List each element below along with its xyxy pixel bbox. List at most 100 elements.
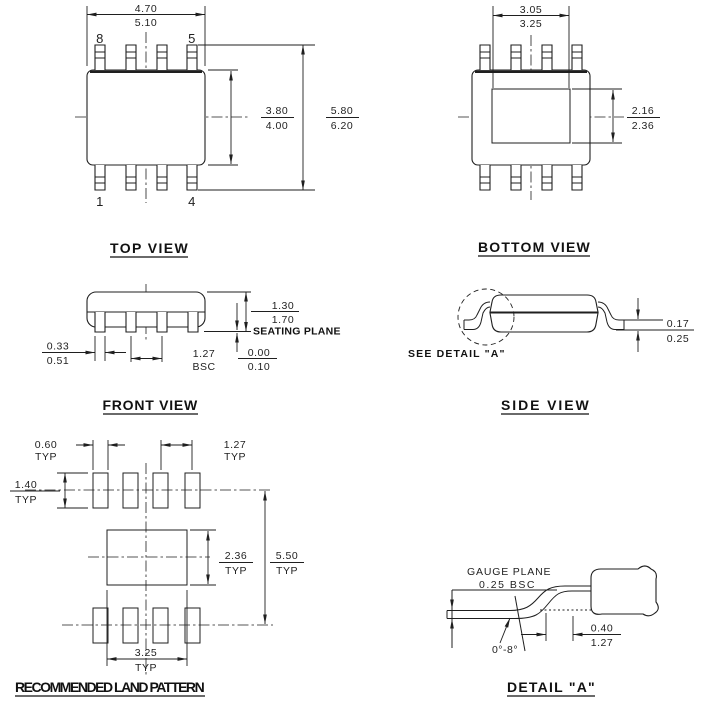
pad (92, 607, 109, 644)
lead-left (463, 301, 491, 330)
pad (152, 472, 169, 509)
pin-number-4: 4 (188, 194, 196, 209)
detail-callout-circle (457, 288, 515, 346)
dim-qualifier: TYP (276, 565, 298, 577)
dim-value: 1.27 (591, 637, 613, 649)
side-view: SEE DETAIL "A" 0.17 0.25 SIDE VIEW (408, 288, 694, 415)
dim-pad-width: 3.05 3.25 (492, 4, 570, 88)
dim-value: 0.17 (667, 318, 689, 330)
pad (122, 607, 139, 644)
dim-lead-thickness: 0.17 0.25 (616, 298, 694, 352)
pin (156, 165, 168, 191)
gauge-bsc-label: 0.25 BSC (479, 579, 535, 591)
pin-number-5: 5 (188, 31, 196, 46)
dim-value: 1.30 (272, 300, 294, 312)
pin (94, 44, 106, 70)
dim-lead-width: 0.33 0.51 (42, 336, 126, 367)
top-view: 4.70 5.10 3.80 4.00 5.80 6.20 8 5 1 4 TO… (75, 3, 359, 258)
package-body-lower (489, 312, 599, 333)
dim-value: 0.25 (667, 333, 689, 345)
dim-body-width: 4.70 5.10 (86, 3, 206, 66)
lead-lower-edge (447, 590, 597, 619)
land-pattern: 0.60 TYP 1.27 TYP 1.40 TYP 2.36 TYP (10, 439, 304, 697)
package-body-upper (489, 294, 599, 313)
pin (510, 44, 522, 70)
dim-value: 3.05 (520, 4, 542, 16)
dim-pad-width: 0.60 TYP (35, 439, 125, 470)
pin-number-8: 8 (96, 31, 104, 46)
package-body (471, 69, 591, 166)
dim-pad-height: 1.40 TYP (10, 472, 88, 509)
lead-right (597, 301, 625, 330)
package-body (86, 69, 206, 166)
pin (479, 44, 491, 70)
dim-value: 0.40 (591, 623, 613, 635)
dim-value: 1.40 (15, 479, 37, 491)
pin (541, 44, 553, 70)
dim-value: 0.33 (47, 341, 69, 353)
dim-foot-length: 0.40 1.27 (521, 613, 621, 649)
dim-value: 3.25 (135, 647, 157, 659)
lead-upper-edge (447, 585, 597, 611)
dim-value: 2.16 (632, 105, 654, 117)
dim-pad-height: 2.16 2.36 (572, 88, 660, 144)
pin (186, 44, 198, 70)
dim-value: 1.70 (272, 314, 294, 326)
dim-row-span: 5.50 TYP (263, 490, 304, 625)
center-pad (106, 529, 188, 586)
pad (92, 472, 109, 509)
dim-qualifier: TYP (35, 451, 57, 463)
lead-angle-label: 0°-8° (492, 644, 518, 656)
pin (541, 165, 553, 191)
dim-value: 1.27 (224, 439, 246, 451)
dim-qualifier: BSC (192, 361, 215, 373)
dim-value: 2.36 (225, 550, 247, 562)
seating-plane-label: SEATING PLANE (253, 326, 341, 338)
pad (152, 607, 169, 644)
package-body-section (590, 565, 659, 617)
angle-leader (514, 595, 526, 652)
pin (571, 165, 583, 191)
dim-center-pad-height: 2.36 TYP (190, 529, 253, 586)
dim-value: 5.50 (276, 550, 298, 562)
dim-qualifier: TYP (15, 494, 37, 506)
dim-qualifier: TYP (225, 565, 247, 577)
pad (122, 472, 139, 509)
pin (125, 165, 137, 191)
dim-value: 3.80 (266, 105, 288, 117)
pin (186, 165, 198, 191)
exposed-pad (491, 88, 571, 144)
dim-value: 6.20 (331, 120, 353, 132)
bottom-view-title: BOTTOM VIEW (478, 239, 590, 255)
dim-value: 4.00 (266, 120, 288, 132)
dim-value: 3.25 (520, 18, 542, 30)
bottom-view: 3.05 3.25 2.16 2.36 BOTTOM VIEW (458, 4, 660, 257)
dim-value: 1.27 (193, 348, 215, 360)
dim-value: 0.51 (47, 355, 69, 367)
dim-qualifier: TYP (224, 451, 246, 463)
pin (479, 165, 491, 191)
gauge-plane-label: GAUGE PLANE (467, 566, 551, 578)
pin (156, 44, 168, 70)
dim-lead-pitch: 1.27 BSC (130, 336, 215, 373)
front-view: 1.30 1.70 SEATING PLANE 0.00 0.10 0.33 0… (42, 284, 341, 415)
pin (571, 44, 583, 70)
dim-qualifier: TYP (135, 662, 157, 674)
top-view-title: TOP VIEW (110, 240, 188, 256)
see-detail-label: SEE DETAIL "A" (408, 348, 505, 360)
dim-standoff: 0.00 0.10 (235, 303, 277, 373)
pad (184, 607, 201, 644)
pad (184, 472, 201, 509)
lead (156, 312, 168, 333)
pin (125, 44, 137, 70)
lead (187, 312, 199, 333)
land-pattern-title: RECOMMENDED LAND PATTERN (15, 679, 205, 695)
front-view-title: FRONT VIEW (103, 397, 198, 413)
dim-value: 5.10 (135, 17, 157, 29)
lead (94, 312, 106, 333)
pin-number-1: 1 (96, 194, 104, 209)
dim-value: 0.00 (248, 347, 270, 359)
pin (510, 165, 522, 191)
